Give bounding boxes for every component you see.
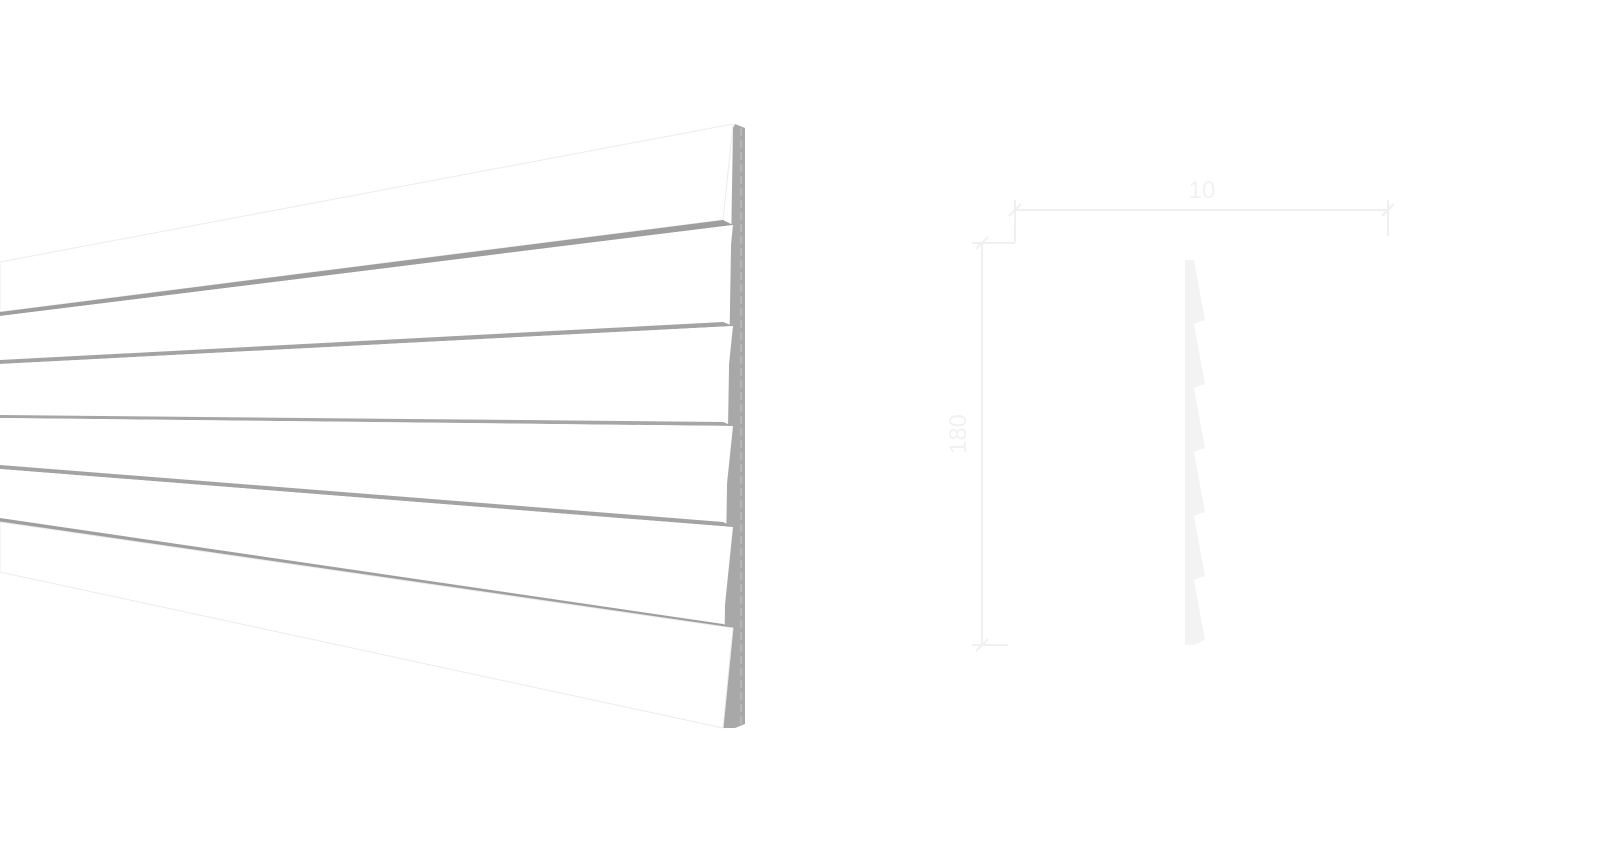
width-dimension: 10 (1008, 177, 1395, 242)
width-tick-right (1381, 203, 1395, 217)
slat-2 (0, 225, 733, 364)
width-tick-left (1008, 203, 1022, 217)
slat-4 (0, 418, 733, 527)
slat-5 (0, 469, 733, 628)
height-dimension: 180 (945, 236, 1015, 652)
height-tick-bottom (975, 638, 989, 652)
slat-6 (0, 521, 734, 729)
slat-3 (0, 326, 733, 426)
width-label: 10 (1189, 177, 1216, 204)
panel-profile-shape (1185, 260, 1205, 645)
panel-perspective-view (0, 123, 745, 729)
panel-end-edge (723, 124, 745, 728)
height-label: 180 (945, 414, 972, 454)
slat-1 (0, 123, 734, 316)
profile-section-view: 10 180 (945, 177, 1395, 652)
height-tick-top (975, 236, 989, 250)
